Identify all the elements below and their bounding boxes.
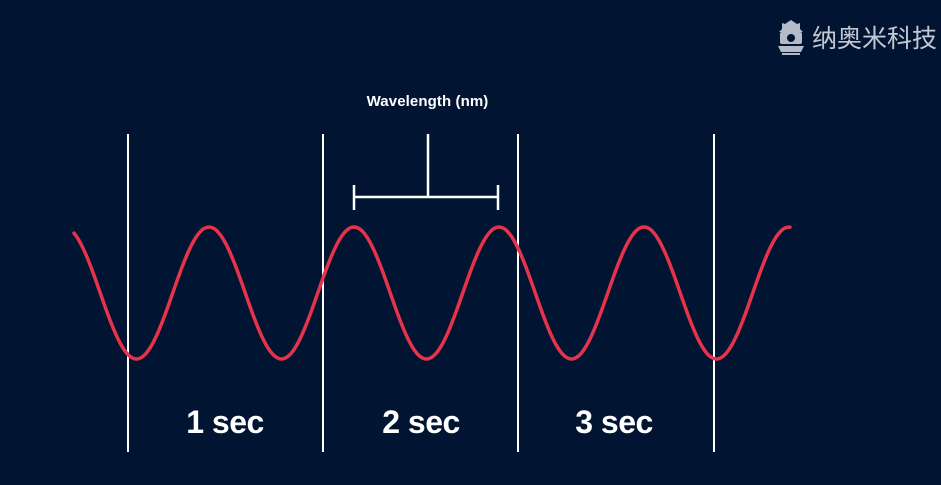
interval-label-2: 2 sec xyxy=(382,404,460,440)
watermark-text: 纳奥米科技 xyxy=(811,24,937,53)
wavelength-bracket xyxy=(352,134,500,210)
seal-logo-icon xyxy=(777,20,804,55)
sine-wave xyxy=(72,225,792,361)
watermark: 纳奥米科技 xyxy=(776,18,937,56)
interval-label-1: 1 sec xyxy=(186,404,264,440)
wavelength-label: Wavelength (nm) xyxy=(366,93,489,110)
interval-label-3: 3 sec xyxy=(575,404,653,440)
